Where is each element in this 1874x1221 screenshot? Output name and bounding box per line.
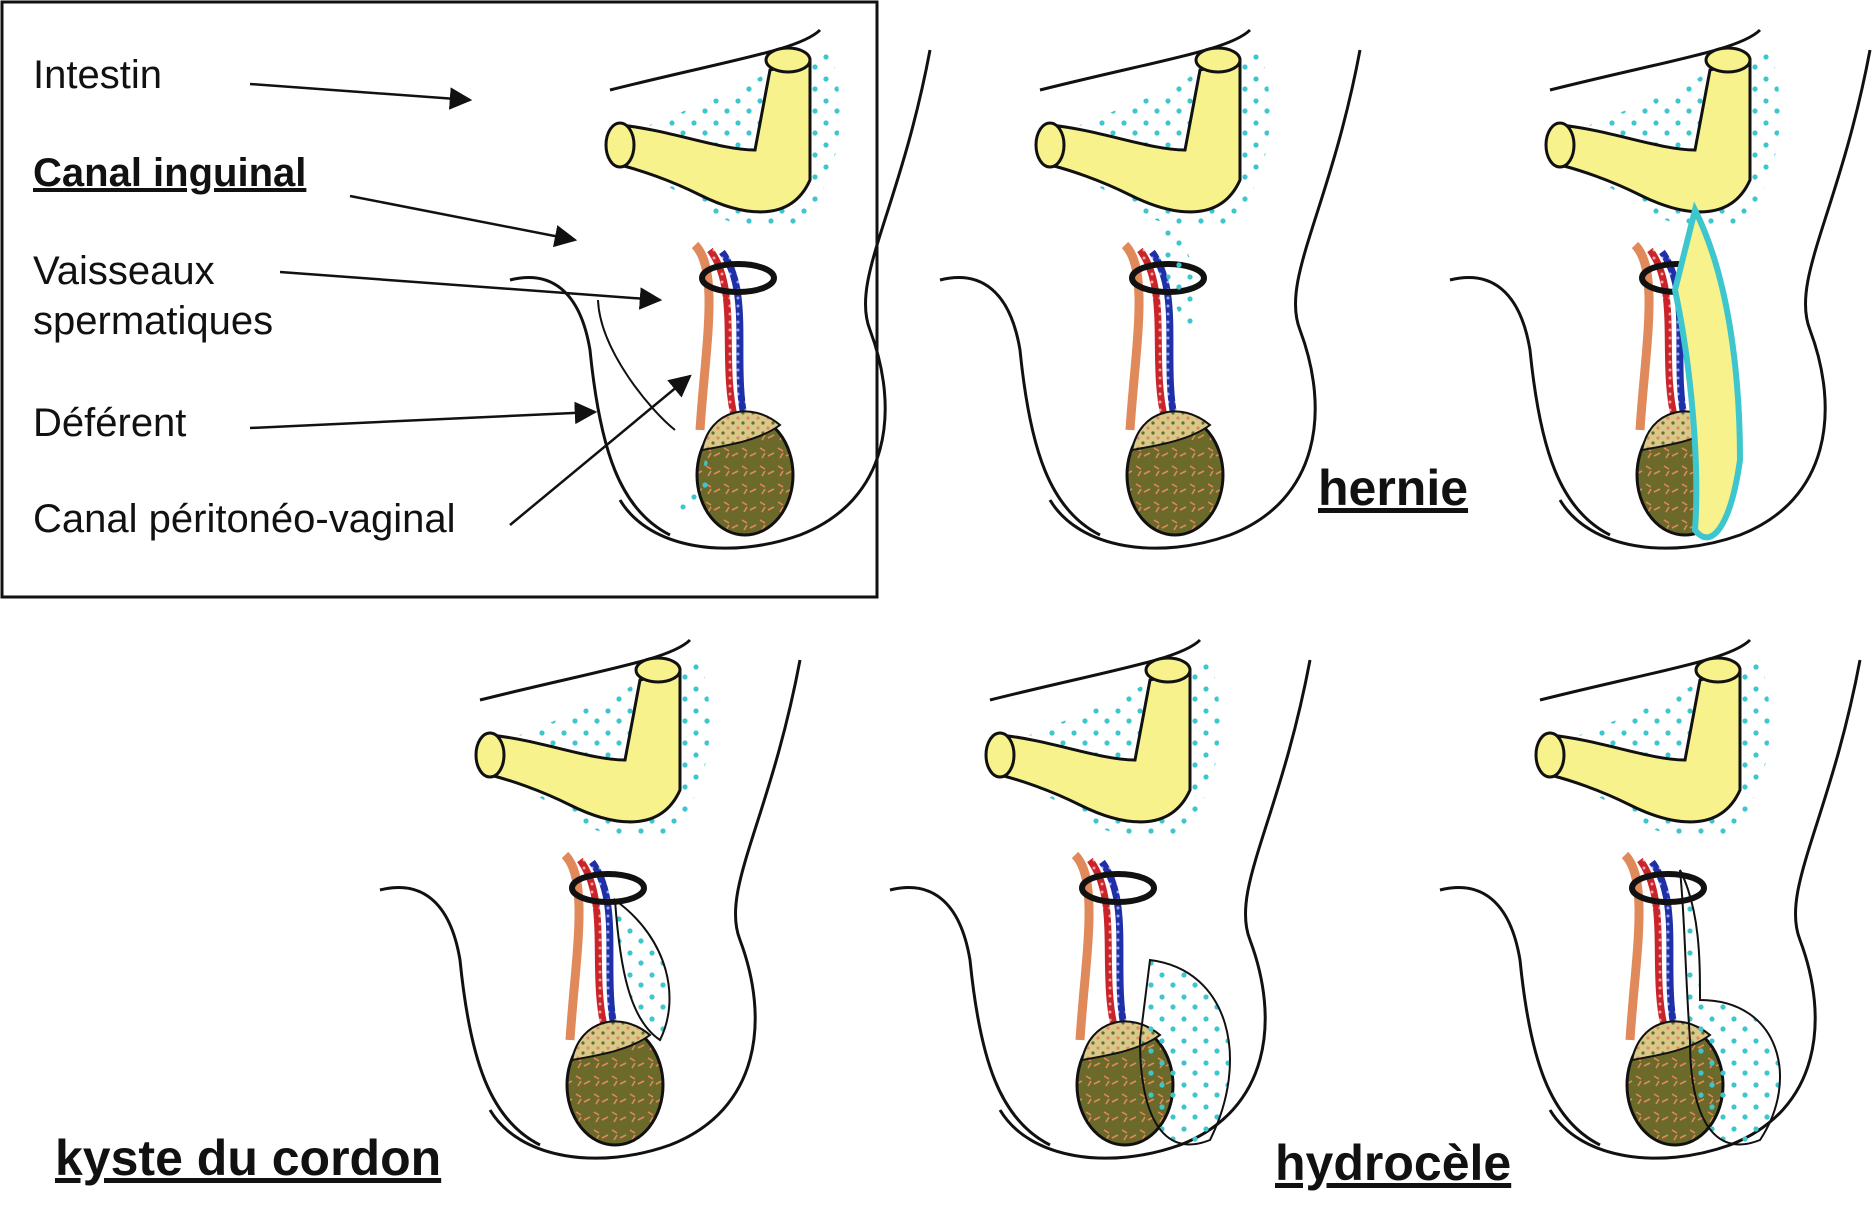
label-vaisseaux-2: spermatiques [33, 299, 273, 343]
panel-normal [510, 30, 930, 548]
panel-hernie-2 [1450, 30, 1870, 548]
label-intestin: Intestin [33, 53, 162, 97]
label-deferent: Déférent [33, 401, 186, 445]
panel-hernie-1 [940, 30, 1360, 548]
panel-hydrocele-1 [890, 640, 1310, 1158]
label-canal-pv: Canal péritonéo-vaginal [33, 497, 456, 541]
caption-kyste: kyste du cordon [55, 1130, 441, 1186]
label-vaisseaux-1: Vaisseaux [33, 249, 215, 293]
label-canal-inguinal: Canal inguinal [33, 151, 306, 195]
panel-hydrocele-2 [1440, 640, 1860, 1158]
panel-kyste [380, 640, 800, 1158]
caption-hernie: hernie [1318, 460, 1468, 516]
caption-hydrocele: hydrocèle [1275, 1135, 1511, 1191]
